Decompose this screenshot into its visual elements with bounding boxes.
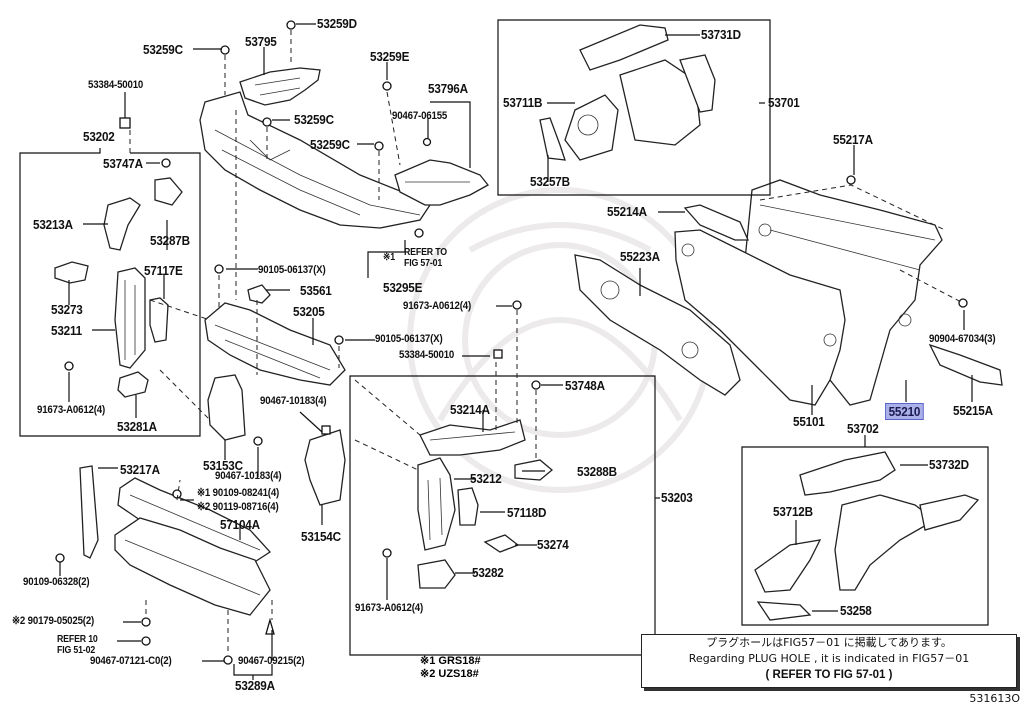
part-55101 xyxy=(674,229,846,406)
part-label-57104A[interactable]: 57104A xyxy=(220,517,260,532)
legend-line-2: ※2 UZS18# xyxy=(420,668,479,680)
part-label-53711B[interactable]: 53711B xyxy=(503,95,543,110)
refer-note-line1[interactable]: REFER 10 xyxy=(57,634,98,645)
part-label-53257B[interactable]: 53257B xyxy=(530,174,570,189)
part-label-53702[interactable]: 53702 xyxy=(847,421,879,436)
part-label-53384-50010[interactable]: 53384-50010 xyxy=(88,79,144,91)
part-label-53748A[interactable]: 53748A xyxy=(565,378,605,393)
part-label-90904-67034[interactable]: 90904-67034(3) xyxy=(929,333,996,345)
part-label-53287B[interactable]: 53287B xyxy=(150,233,190,248)
part-label-53288B[interactable]: 53288B xyxy=(577,464,617,479)
legend-line-1: ※1 GRS18# xyxy=(420,655,481,667)
part-55223A xyxy=(574,254,741,396)
part-label-55217A[interactable]: 55217A xyxy=(833,132,873,147)
part-label-55215A[interactable]: 55215A xyxy=(953,403,993,418)
part-label-53259D[interactable]: 53259D xyxy=(317,16,357,31)
part-label-91673-A0612[interactable]: 91673-A0612(4) xyxy=(403,300,472,312)
part-label-53153C[interactable]: 53153C xyxy=(203,458,243,473)
part-53796A xyxy=(394,159,489,206)
part-label-53203[interactable]: 53203 xyxy=(661,490,693,505)
part-label-53295E[interactable]: 53295E xyxy=(383,280,423,295)
part-label-53274[interactable]: 53274 xyxy=(537,537,569,552)
part-label-90105-06137[interactable]: 90105-06137(X) xyxy=(258,264,326,276)
part-label-53732D[interactable]: 53732D xyxy=(929,457,969,472)
part-label-53795[interactable]: 53795 xyxy=(245,34,277,49)
part-label-53205[interactable]: 53205 xyxy=(293,304,325,319)
part-label-55210-highlighted[interactable]: 55210 xyxy=(885,403,924,420)
part-label-53281A[interactable]: 53281A xyxy=(117,419,157,434)
part-53795 xyxy=(239,67,321,106)
part-label-53213A[interactable]: 53213A xyxy=(33,217,73,232)
note-japanese: プラグホールはFIG57－01 に掲載してあります。 xyxy=(706,636,952,649)
part-label-57117E[interactable]: 57117E xyxy=(144,263,183,278)
left-apron-parts xyxy=(54,158,183,398)
part-label-53701[interactable]: 53701 xyxy=(768,95,800,110)
part-label-53259C[interactable]: 53259C xyxy=(310,137,350,152)
clip-fasteners-top xyxy=(119,20,432,238)
part-label-90467-07121-C0[interactable]: 90467-07121-C0(2) xyxy=(90,655,172,667)
center-apron-parts xyxy=(382,300,554,589)
model-legend: ※1 GRS18# ※2 UZS18# xyxy=(420,655,481,681)
part-label-55101[interactable]: 55101 xyxy=(793,414,825,429)
part-label-90467-10183[interactable]: 90467-10183(4) xyxy=(260,395,327,407)
figure-number: 531613O xyxy=(969,692,1020,705)
part-label-91673-A0612[interactable]: 91673-A0612(4) xyxy=(37,404,106,416)
note-refer-link[interactable]: ( REFER TO FIG 57-01 ) xyxy=(765,669,893,681)
parts-53702-assembly xyxy=(754,451,980,621)
part-label-53154C[interactable]: 53154C xyxy=(301,529,341,544)
part-label-53747A[interactable]: 53747A xyxy=(103,156,143,171)
part-53289A xyxy=(114,517,271,616)
part-label-55214A[interactable]: 55214A xyxy=(607,204,647,219)
plug-hole-note-box: プラグホールはFIG57－01 に掲載してあります。 Regarding PLU… xyxy=(641,634,1017,688)
part-label-53273[interactable]: 53273 xyxy=(51,302,83,317)
part-label-53259E[interactable]: 53259E xyxy=(370,49,410,64)
part-label-90467-09215[interactable]: 90467-09215(2) xyxy=(238,655,305,667)
part-55214A xyxy=(683,204,750,241)
part-label-53217A[interactable]: 53217A xyxy=(120,462,160,477)
part-label-55223A[interactable]: 55223A xyxy=(620,249,660,264)
part-55215A xyxy=(928,343,1003,386)
part-label-53731D[interactable]: 53731D xyxy=(701,27,741,42)
part-label-53214A[interactable]: 53214A xyxy=(450,402,490,417)
part-label-90119-08716[interactable]: ※2 90119-08716(4) xyxy=(197,501,279,513)
leader-lines xyxy=(19,19,989,680)
note-english: Regarding PLUG HOLE , it is indicated in… xyxy=(688,652,970,665)
part-label-90467-10183[interactable]: 90467-10183(4) xyxy=(215,470,282,482)
part-label-53561[interactable]: 53561 xyxy=(300,283,332,298)
assembly-dash-lines xyxy=(129,30,964,655)
part-53205 xyxy=(204,264,346,386)
refer-note-line2[interactable]: FIG 51-02 xyxy=(57,645,96,656)
part-label-90179-05025[interactable]: ※2 90179-05025(2) xyxy=(12,615,95,627)
part-label-53202[interactable]: 53202 xyxy=(83,129,115,144)
part-label-91673-A0612[interactable]: 91673-A0612(4) xyxy=(355,602,424,614)
part-label-53212[interactable]: 53212 xyxy=(470,471,502,486)
part-53217A xyxy=(55,465,275,665)
clips-dash xyxy=(846,175,968,308)
part-label-90109-08241[interactable]: ※1 90109-08241(4) xyxy=(197,487,280,499)
part-label-90467-06155[interactable]: 90467-06155 xyxy=(392,110,448,122)
part-label-53258[interactable]: 53258 xyxy=(840,603,872,618)
part-label-53259C[interactable]: 53259C xyxy=(294,112,334,127)
part-label-90105-06137[interactable]: 90105-06137(X) xyxy=(375,333,443,345)
part-label-53384-50010[interactable]: 53384-50010 xyxy=(399,349,455,361)
refer-note-line2[interactable]: FIG 57-01 xyxy=(404,258,443,269)
upper-radiator-support-part xyxy=(199,91,431,229)
part-label-90109-06328[interactable]: 90109-06328(2) xyxy=(23,576,90,588)
part-label-53796A[interactable]: 53796A xyxy=(428,81,468,96)
parts-53153C-53154C xyxy=(207,374,346,506)
part-label-57118D[interactable]: 57118D xyxy=(507,505,547,520)
part-label-53282[interactable]: 53282 xyxy=(472,565,504,580)
part-label-53712B[interactable]: 53712B xyxy=(773,504,813,519)
parts-53701-assembly xyxy=(539,24,716,161)
refer-note-mark: ※1 xyxy=(383,252,395,263)
part-label-53211[interactable]: 53211 xyxy=(51,323,82,338)
part-57104A xyxy=(117,477,271,566)
refer-note-line1[interactable]: REFER TO xyxy=(404,247,447,258)
part-label-53289A[interactable]: 53289A xyxy=(235,678,275,693)
part-label-53259C[interactable]: 53259C xyxy=(143,42,183,57)
